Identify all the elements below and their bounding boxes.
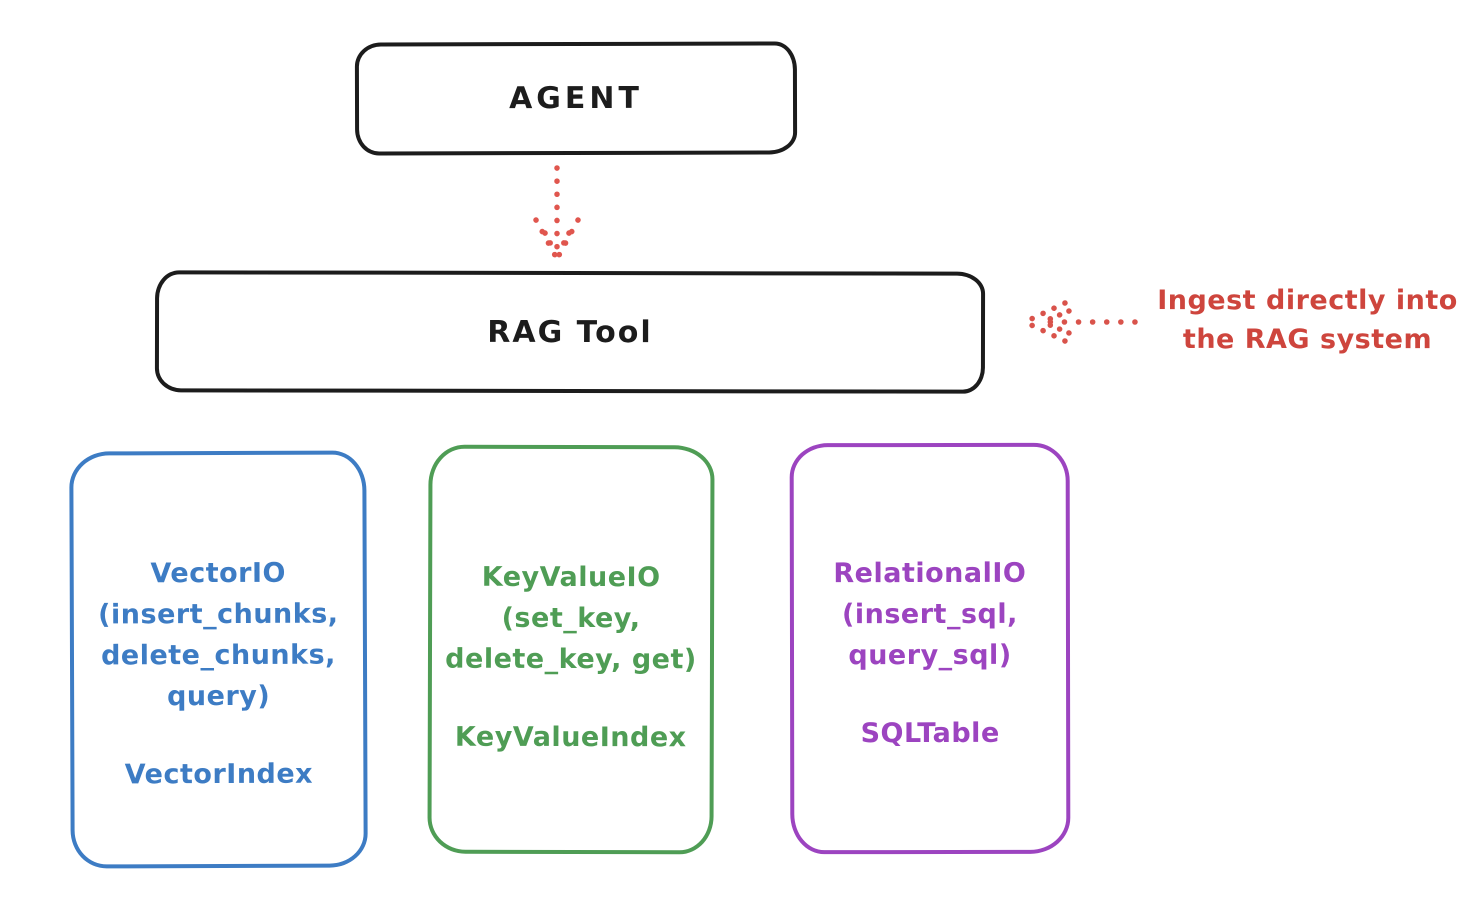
relational-io-text: RelationalIO (insert_sql, query_sql) SQL… [794, 447, 1067, 754]
store-line: RelationalIO [833, 557, 1027, 590]
store-line: delete_key, get) [445, 643, 697, 676]
store-line: (set_key, [501, 602, 641, 635]
vector-index-label: VectorIndex [124, 758, 314, 791]
arrow-left-icon [1024, 300, 1138, 344]
rag-tool-label: RAG Tool [487, 314, 653, 350]
store-line: query_sql) [848, 639, 1012, 672]
store-line: KeyValueIO [481, 561, 661, 594]
key-value-io-node: KeyValueIO (set_key, delete_key, get) Ke… [427, 444, 715, 855]
store-line: VectorIO [150, 557, 287, 590]
store-line: query) [167, 680, 271, 713]
rag-tool-node: RAG Tool [154, 270, 986, 394]
ingest-annotation: Ingest directly into the RAG system [1135, 281, 1480, 359]
store-line: (insert_chunks, [98, 598, 339, 631]
sql-table-label: SQLTable [860, 717, 1000, 750]
ingest-annotation-line2: the RAG system [1182, 324, 1433, 355]
ingest-annotation-line1: Ingest directly into [1157, 285, 1458, 316]
key-value-io-text: KeyValueIO (set_key, delete_key, get) Ke… [432, 449, 711, 759]
store-line: (insert_sql, [841, 598, 1018, 631]
agent-label: AGENT [509, 80, 643, 117]
relational-io-node: RelationalIO (insert_sql, query_sql) SQL… [789, 442, 1071, 855]
vector-io-node: VectorIO (insert_chunks, delete_chunks, … [69, 450, 368, 869]
arrow-down-icon [533, 165, 581, 261]
key-value-index-label: KeyValueIndex [454, 721, 687, 754]
vector-io-text: VectorIO (insert_chunks, delete_chunks, … [73, 454, 363, 795]
store-line: delete_chunks, [100, 639, 336, 672]
agent-node: AGENT [354, 41, 798, 156]
